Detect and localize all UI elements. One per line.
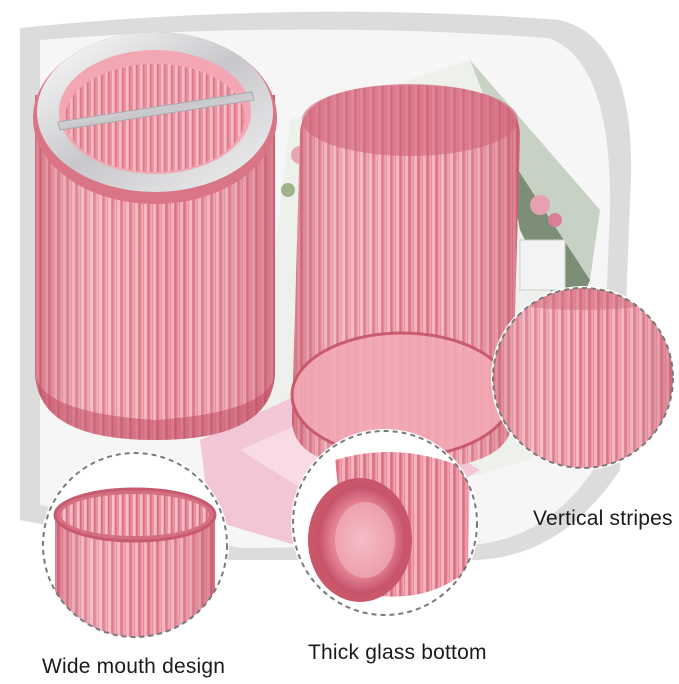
- callout-wide-mouth: [41, 451, 229, 639]
- caption-thick-glass-bottom: Thick glass bottom: [308, 641, 487, 664]
- tumbler-cup: [290, 84, 520, 470]
- caption-wide-mouth-design: Wide mouth design: [42, 655, 226, 678]
- callout-thick-glass-bottom: [291, 429, 479, 617]
- caption-vertical-stripes: Vertical stripes: [533, 507, 673, 530]
- toothbrush-holder-cup: [33, 32, 277, 440]
